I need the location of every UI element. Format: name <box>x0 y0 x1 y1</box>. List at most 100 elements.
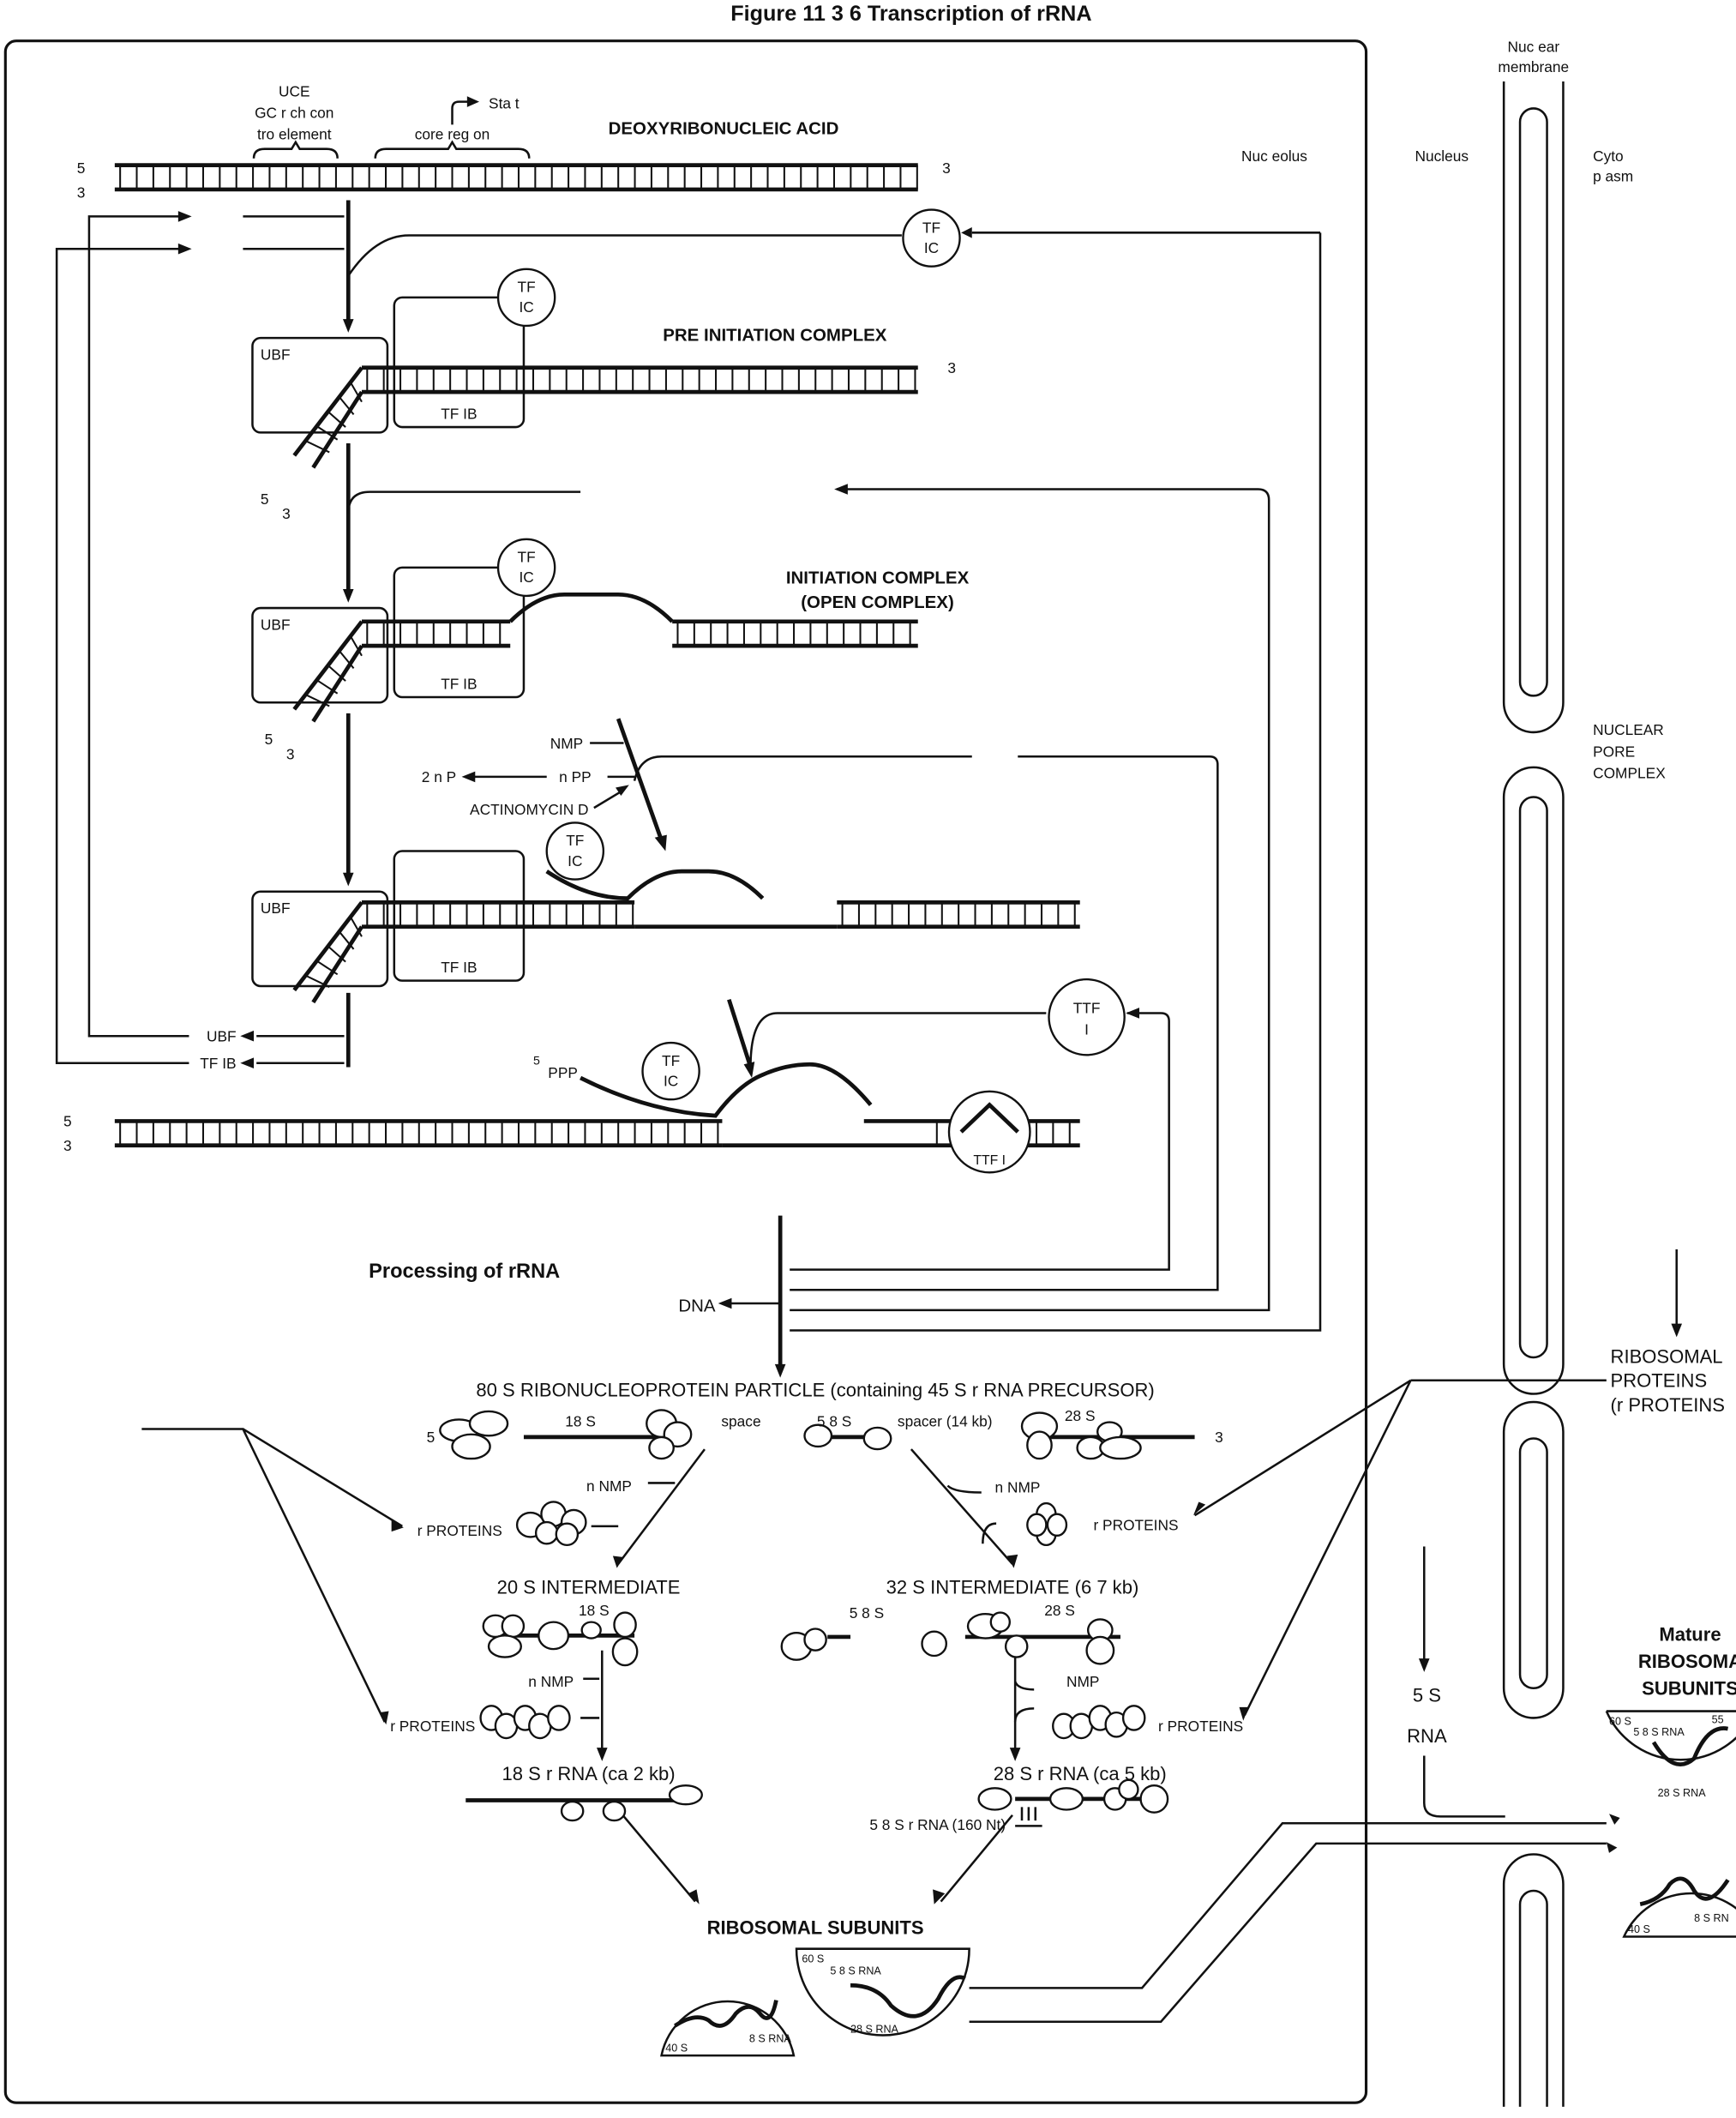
five-prime: 5 <box>63 1113 72 1130</box>
5s-rna-label: 5 S <box>1413 1685 1441 1706</box>
protein-blob <box>555 1522 580 1547</box>
protein-blob <box>1004 1634 1029 1658</box>
protein-blob <box>921 1630 948 1658</box>
protein-blob <box>1099 1435 1142 1460</box>
init-heading: INITIATION COMPLEX <box>786 569 970 588</box>
tf1b-label: TF IB <box>441 676 477 693</box>
protein-blob <box>862 1426 892 1451</box>
three-prime: 3 <box>947 359 956 376</box>
dna-base-pairs <box>366 621 502 647</box>
npp-label: n PP <box>559 768 592 785</box>
five-prime: 5 <box>427 1429 436 1446</box>
membrane-label: Nuc ear <box>1507 38 1559 55</box>
protein-blob <box>611 1637 639 1667</box>
core-region-label: core reg on <box>415 126 490 143</box>
region-labels: Nuc eolus Nucleus Cyto p asm Nuc ear mem… <box>1241 38 1666 781</box>
five-prime: 5 <box>265 731 273 748</box>
protein-blob <box>1046 1513 1068 1537</box>
spacer-right-label: spacer (14 kb) <box>898 1412 993 1429</box>
three-prime: 3 <box>286 745 295 762</box>
dna-elong-bent <box>292 900 363 1004</box>
protein-blob <box>803 1423 833 1448</box>
rproteins-label: r PROTEINS <box>417 1522 502 1539</box>
elongation-complex: NMP n PP 2 n P ACTINOMYCIN D TF IC UBF T… <box>200 735 765 1072</box>
protein-blob <box>468 1410 509 1437</box>
ubf-label: UBF <box>261 900 291 917</box>
int20-label: 20 S INTERMEDIATE <box>497 1577 681 1598</box>
tf1c-free <box>902 208 961 268</box>
dna-elong-b <box>837 900 1080 930</box>
uce-desc: GC r ch con <box>255 104 333 121</box>
three-prime: 3 <box>282 505 291 522</box>
processing-section: Processing of rRNA DNA 80 S RIBONUCLEOPR… <box>141 1249 1683 2057</box>
dna-base-pairs <box>304 916 363 988</box>
dna-init-a <box>362 619 511 648</box>
start-arrowhead <box>466 96 480 107</box>
rna58s-label: 5 8 S RNA <box>1633 1726 1685 1738</box>
pore-label: NUCLEAR <box>1593 721 1664 738</box>
s55-label: 55 <box>1712 1714 1724 1726</box>
dna-term-a <box>114 1119 723 1148</box>
nucleus-label: Nucleus <box>1415 147 1469 165</box>
nnmp-label: n NMP <box>586 1477 632 1495</box>
processing-heading: Processing of rRNA <box>369 1261 560 1283</box>
nnmp-label: n NMP <box>995 1478 1041 1495</box>
protein-blob <box>668 1784 703 1806</box>
ttf-label-2: I <box>1084 1021 1089 1038</box>
cytoplasm-label-2: p asm <box>1593 167 1633 184</box>
ppp-label: PPP <box>548 1064 578 1081</box>
protein-blob <box>1026 1430 1053 1460</box>
dna-label: DNA <box>678 1296 716 1315</box>
dna-elong-a <box>362 900 635 930</box>
protein-blob <box>547 1705 571 1731</box>
rna28s-label: 28 S RNA <box>1658 1787 1707 1799</box>
dna-labels: UCE GC r ch con tro element core reg on … <box>77 82 951 201</box>
int32-label: 32 S INTERMEDIATE (6 7 kb) <box>886 1577 1139 1598</box>
s28-label: 28 S <box>1044 1602 1075 1619</box>
dna-base-pairs <box>366 367 916 393</box>
tf1c-label: TF <box>922 219 940 236</box>
ubf-label: UBF <box>261 616 291 633</box>
pore-label-2: PORE <box>1593 743 1635 760</box>
rrna28-label: 28 S r RNA (ca 5 kb) <box>994 1763 1167 1784</box>
cytoplasm-label: Cyto <box>1593 147 1624 165</box>
dna-strands <box>362 900 635 930</box>
dna-preinit-bent <box>292 366 363 469</box>
s18-label: 18 S <box>579 1602 610 1619</box>
rna58s-label: 5 8 S RNA <box>830 1965 881 1977</box>
mature-label: Mature <box>1659 1624 1721 1646</box>
particle-label: 80 S RIBONUCLEOPROTEIN PARTICLE (contain… <box>476 1380 1154 1401</box>
ribosomal-proteins-label-3: (r PROTEINS <box>1611 1394 1725 1416</box>
factor-cycle-lines <box>55 200 1322 1378</box>
start-arrow <box>451 100 470 125</box>
dna-base-pairs <box>304 635 363 707</box>
three-prime: 3 <box>77 184 86 201</box>
s40-label: 40 S <box>665 2042 688 2054</box>
dna-base-pairs <box>841 902 1076 927</box>
nuclear-membrane <box>1502 81 1565 2107</box>
core-brace <box>374 140 531 159</box>
protein-blob <box>1139 1784 1169 1814</box>
nmp-label: NMP <box>550 735 583 752</box>
dna-base-pairs <box>119 165 918 190</box>
ribosomal-proteins-label: RIBOSOMAL <box>1611 1345 1723 1367</box>
tf1c-label-2: IC <box>924 239 939 256</box>
three-prime: 3 <box>1215 1429 1223 1446</box>
tf1c-label: TF <box>518 549 536 566</box>
nucleolus-frame <box>3 39 1368 2104</box>
termination-complex: TF IC TTF I TF IC 5 PPP TTF I 5 3 <box>63 208 1126 1174</box>
dna-heading: DEOXYRIBONUCLEIC ACID <box>609 118 839 138</box>
nmp-label: NMP <box>1066 1673 1099 1690</box>
s60-label: 60 S <box>1609 1715 1631 1727</box>
dna-strands <box>362 365 918 394</box>
protein-blob <box>989 1611 1012 1633</box>
pore-label-3: COMPLEX <box>1593 764 1666 781</box>
ubf-label: UBF <box>261 346 291 363</box>
three-prime: 3 <box>63 1137 72 1154</box>
dna-term-strand <box>722 1119 932 1148</box>
subunits-heading: RIBOSOMAL SUBUNITS <box>707 1916 924 1938</box>
five-prime: 5 <box>261 490 269 508</box>
preinit-heading: PRE INITIATION COMPLEX <box>663 325 887 345</box>
s58-label: 5 8 S <box>817 1412 851 1429</box>
protein-blob <box>803 1628 827 1652</box>
